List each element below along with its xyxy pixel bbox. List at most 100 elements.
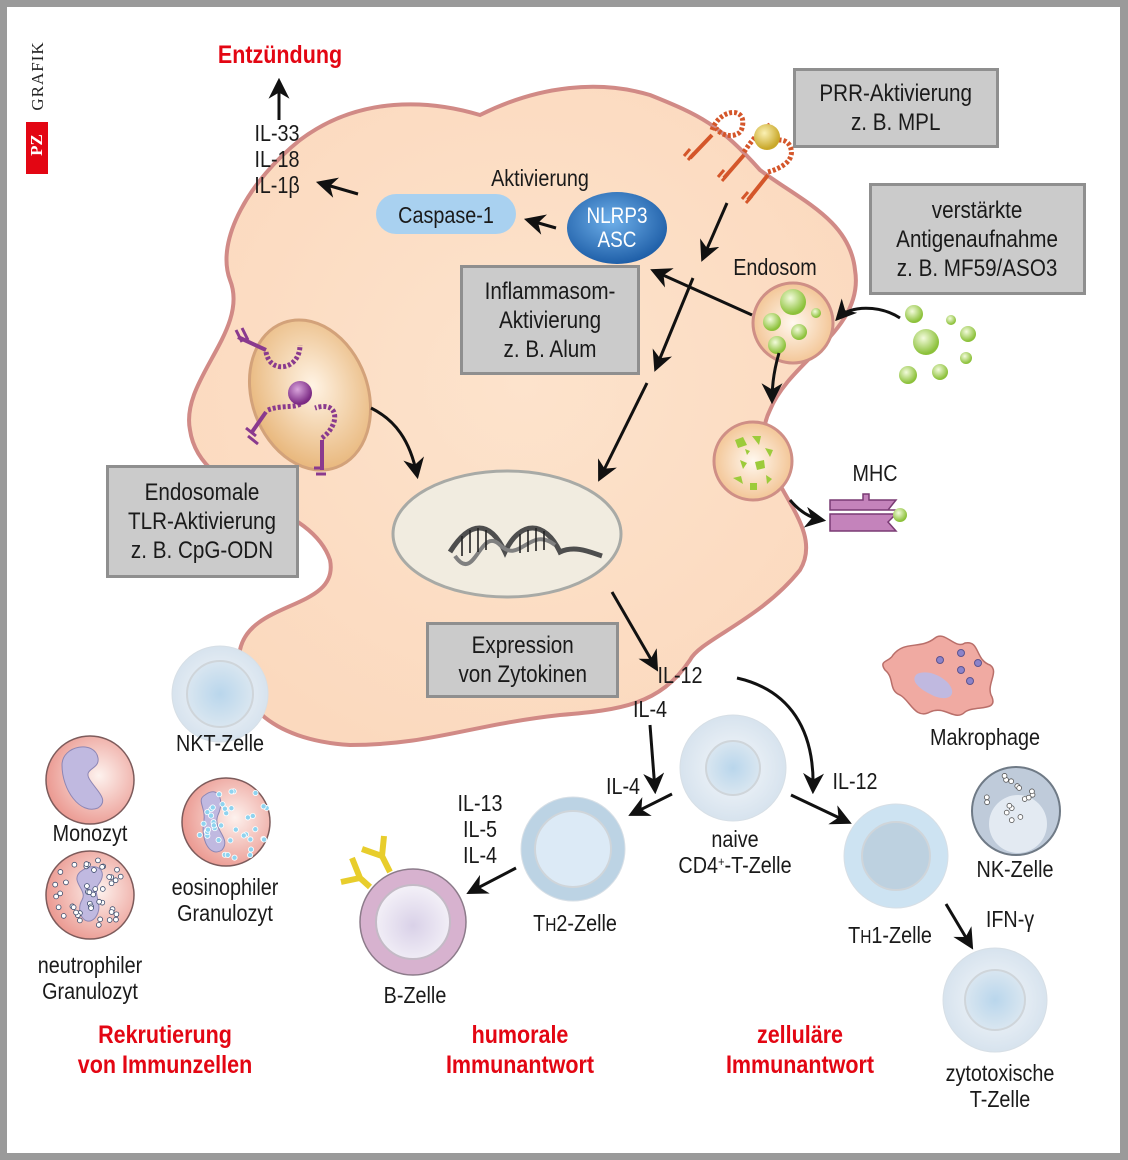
granule-dot bbox=[71, 861, 78, 868]
granule-dot bbox=[97, 916, 103, 923]
nk-cell bbox=[971, 766, 1061, 856]
antigen-fragments bbox=[733, 436, 773, 490]
logo-brand: PZ bbox=[27, 134, 46, 156]
granule-dot bbox=[99, 886, 106, 892]
label-line: T-Zelle bbox=[969, 1086, 1031, 1112]
th2-cytokines: IL-13 IL-5 IL-4 bbox=[446, 790, 515, 868]
box-line: Antigenaufnahme bbox=[896, 225, 1059, 253]
label-part: H bbox=[860, 927, 872, 947]
box-line: von Zytokinen bbox=[458, 661, 587, 688]
mhc-label: MHC bbox=[852, 460, 898, 486]
granule-dot bbox=[55, 904, 62, 911]
endosome-label: Endosom bbox=[733, 254, 817, 280]
free-antigen-particles bbox=[899, 305, 976, 384]
granule-dot bbox=[227, 837, 234, 844]
granule-dot bbox=[1006, 802, 1013, 809]
granule-dot bbox=[112, 877, 119, 884]
granule-dot bbox=[200, 820, 207, 827]
granule-dot bbox=[221, 805, 228, 812]
th2-cell bbox=[520, 796, 626, 902]
granule-dot bbox=[196, 832, 203, 839]
granule-dot bbox=[209, 804, 216, 811]
naive-cd4-label: naive CD4+-T-Zelle bbox=[671, 826, 800, 878]
heading-line: zelluläre bbox=[756, 1021, 844, 1049]
label-part: T bbox=[533, 910, 546, 936]
granule-dot bbox=[53, 893, 59, 900]
label-line: neutrophiler bbox=[37, 952, 143, 978]
endosome-antigens bbox=[763, 289, 821, 354]
granule-dot bbox=[984, 799, 990, 806]
box-line: z. B. CpG-ODN bbox=[131, 537, 274, 564]
granule-dot bbox=[248, 846, 255, 853]
granule-dot bbox=[1003, 809, 1010, 816]
heading-line: Rekrutierung bbox=[98, 1021, 232, 1049]
granule-dot bbox=[244, 814, 251, 821]
b-cell bbox=[359, 868, 467, 976]
granule-dot bbox=[117, 873, 124, 880]
granule-dot bbox=[95, 857, 101, 864]
granule-dot bbox=[247, 852, 254, 859]
granule-dot bbox=[108, 880, 115, 887]
granule-dot bbox=[1008, 817, 1015, 823]
granule-dot bbox=[106, 874, 112, 880]
granule-dot bbox=[228, 805, 235, 812]
label-line: eosinophiler bbox=[171, 874, 279, 900]
granule-dot bbox=[83, 861, 90, 867]
box-line: Endosomale bbox=[145, 479, 260, 506]
cytokine-il1b: IL-1β bbox=[254, 172, 300, 198]
box-line: Inflammasom- bbox=[484, 277, 616, 305]
label-part: 2-Zelle bbox=[556, 910, 617, 936]
heading-line: Immunantwort bbox=[445, 1051, 595, 1079]
granule-dot bbox=[108, 909, 115, 915]
label-line: Granulozyt bbox=[42, 978, 138, 1004]
granule-dot bbox=[1008, 778, 1014, 784]
granule-dot bbox=[218, 822, 225, 829]
il4-source-label: IL-4 bbox=[632, 696, 668, 722]
macrophage bbox=[882, 635, 995, 716]
granule-dot bbox=[57, 890, 63, 897]
label-part: -T-Zelle bbox=[724, 852, 792, 878]
heading-line: von Immunzellen bbox=[77, 1051, 253, 1079]
label-part: T bbox=[848, 922, 861, 948]
monocyte bbox=[45, 735, 135, 825]
granule-dot bbox=[113, 911, 120, 918]
granule-dot bbox=[231, 854, 238, 861]
granule-dot bbox=[252, 826, 259, 833]
il12-source-label: IL-12 bbox=[657, 662, 703, 688]
th2-cell-label: TH2-Zelle bbox=[519, 910, 631, 938]
nucleus bbox=[391, 469, 623, 599]
granule-dot bbox=[260, 803, 267, 810]
granule-dot bbox=[215, 837, 222, 844]
granule-dot bbox=[1016, 785, 1022, 791]
label-line: Granulozyt bbox=[177, 900, 273, 926]
granule-dot bbox=[73, 909, 79, 916]
label-part: H bbox=[545, 915, 557, 935]
label-part: CD4 bbox=[678, 852, 719, 878]
box-line: verstärkte bbox=[932, 196, 1023, 224]
box-line: Expression bbox=[471, 632, 574, 659]
box-line: TLR-Aktivierung bbox=[128, 508, 277, 535]
granule-dot bbox=[1029, 788, 1035, 795]
granule-dot bbox=[114, 866, 120, 873]
nkt-cell-label: NKT-Zelle bbox=[176, 730, 264, 756]
logo-label: GRAFIK bbox=[28, 41, 47, 111]
heading-line: Immunantwort bbox=[725, 1051, 875, 1079]
granule-dot bbox=[261, 836, 268, 843]
mpl-ligand bbox=[754, 124, 780, 150]
granule-dot bbox=[96, 898, 102, 905]
label-part: + bbox=[718, 854, 725, 869]
inflammatory-cytokines: IL-33 IL-18 IL-1β bbox=[243, 120, 312, 198]
granule-dot bbox=[252, 789, 259, 796]
granule-dot bbox=[57, 869, 64, 875]
granule-dot bbox=[224, 852, 231, 859]
granule-dot bbox=[84, 883, 90, 889]
granule-dot bbox=[95, 922, 102, 928]
granule-dot bbox=[216, 791, 223, 798]
antibody-icons bbox=[340, 835, 393, 890]
label-line: zytotoxische bbox=[945, 1060, 1055, 1086]
